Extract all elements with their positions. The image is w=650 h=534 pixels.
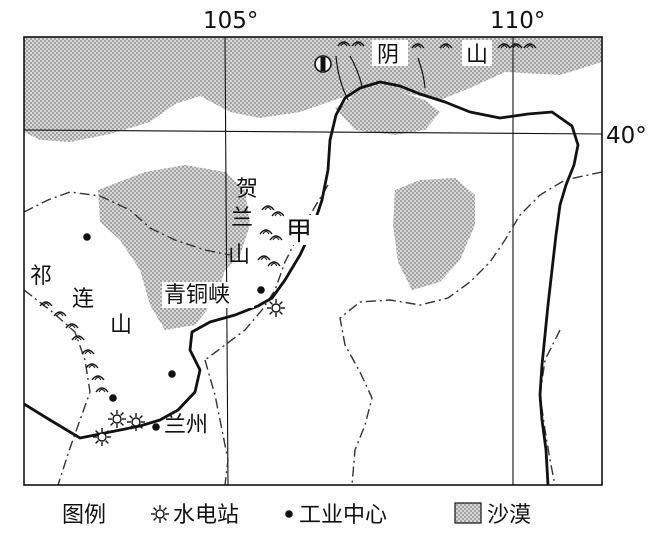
qingtongxia-label: 青铜峡 [164,283,230,308]
meridian-105 [224,36,229,486]
jia-label: 甲 [286,217,312,247]
industrial-center-dot-icon [152,423,160,431]
qilianshan-mountains [39,301,109,393]
industrial-center-dot-icon [83,233,91,241]
industrial-center-dot-icon [257,286,265,294]
yinshan-label-1: 阴 [377,43,399,68]
qilianshan-label-1: 祁 [30,264,52,289]
lanzhou-label: 兰州 [164,413,208,438]
hydropower-station-icon [107,409,127,429]
industrial-centers [83,233,265,431]
map-frame [23,36,603,486]
hydropower-station-icon [266,298,286,318]
helanshan-label-3: 山 [228,243,250,268]
yellow-river [24,80,580,485]
industrial-center-dot-icon [168,370,176,378]
industrial-center-dot-icon [285,510,293,518]
legend-title: 图例 [62,503,106,528]
legend-industry-label: 工业中心 [299,503,387,528]
helanshan-label-1: 贺 [236,177,258,202]
legend-desert-label: 沙漠 [487,503,531,528]
yinshan-label-2: 山 [466,43,488,68]
qilianshan-label-2: 连 [72,287,94,312]
industrial-center-dot-icon [109,394,117,402]
legend-hydro-label: 水电站 [173,503,239,528]
desert-swatch-icon [454,502,482,524]
desert-areas [24,37,602,330]
symbol-top-hydro [314,55,332,73]
helanshan-label-2: 兰 [231,206,253,231]
helanshan-mountains [257,205,285,267]
graticule [23,36,603,486]
yinshan-ridge-lines [335,55,426,101]
qilianshan-label-3: 山 [110,313,132,338]
lat-40-label: 40° [606,123,647,149]
hydropower-station-icon [126,412,146,432]
legend: 图例 水电站 工业中心 沙漠 [62,502,531,528]
parallel-40 [23,129,603,135]
lon-110-label: 110° [490,8,545,34]
lon-105-label: 105° [203,8,258,34]
hydropower-station-icon [150,504,170,524]
hydropower-station-icon [92,427,112,447]
